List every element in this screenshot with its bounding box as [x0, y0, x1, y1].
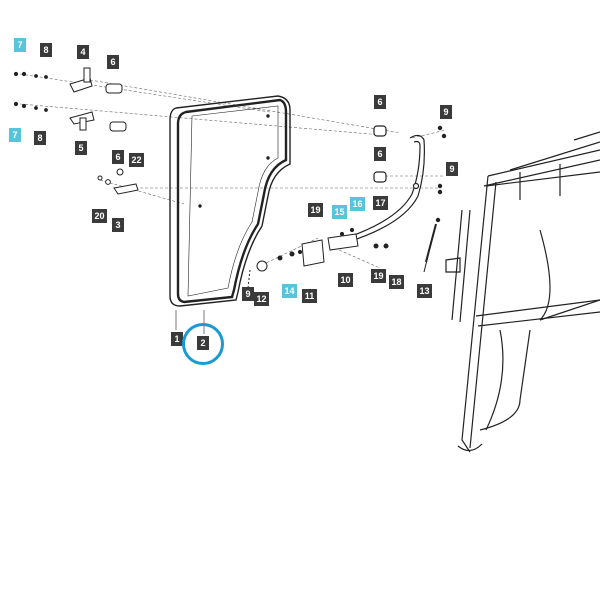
callout-3: 3 — [112, 218, 124, 232]
callout-16: 16 — [350, 197, 365, 211]
callout-5: 5 — [75, 141, 87, 155]
strut-assembly — [345, 125, 447, 273]
callout-22: 22 — [129, 153, 144, 167]
callout-18: 18 — [389, 275, 404, 289]
callout-6-c: 6 — [374, 95, 386, 109]
hinge-parts — [13, 67, 139, 195]
callout-6-a: 6 — [107, 55, 119, 69]
callout-14: 14 — [282, 284, 297, 298]
callout-6-b: 6 — [112, 150, 124, 164]
callout-4: 4 — [77, 45, 89, 59]
callout-8-top: 8 — [40, 43, 52, 57]
door-glass — [169, 95, 291, 334]
callout-19-a: 19 — [308, 203, 323, 217]
callout-11: 11 — [302, 289, 317, 303]
callout-20: 20 — [92, 209, 107, 223]
callout-8-bottom: 8 — [34, 131, 46, 145]
callout-9-c: 9 — [242, 287, 254, 301]
highlight-ring-part-2 — [182, 323, 224, 365]
callout-15: 15 — [332, 205, 347, 219]
callout-7-top: 7 — [14, 38, 26, 52]
callout-12: 12 — [254, 292, 269, 306]
callout-17: 17 — [373, 196, 388, 210]
callout-1: 1 — [171, 332, 183, 346]
callout-9-a: 9 — [440, 105, 452, 119]
callout-10: 10 — [338, 273, 353, 287]
callout-13: 13 — [417, 284, 432, 298]
cab-frame — [445, 131, 600, 453]
callout-9-b: 9 — [446, 162, 458, 176]
callout-6-d: 6 — [374, 147, 386, 161]
latch-assembly — [247, 227, 389, 289]
callout-7-bottom: 7 — [9, 128, 21, 142]
callout-19-b: 19 — [371, 269, 386, 283]
